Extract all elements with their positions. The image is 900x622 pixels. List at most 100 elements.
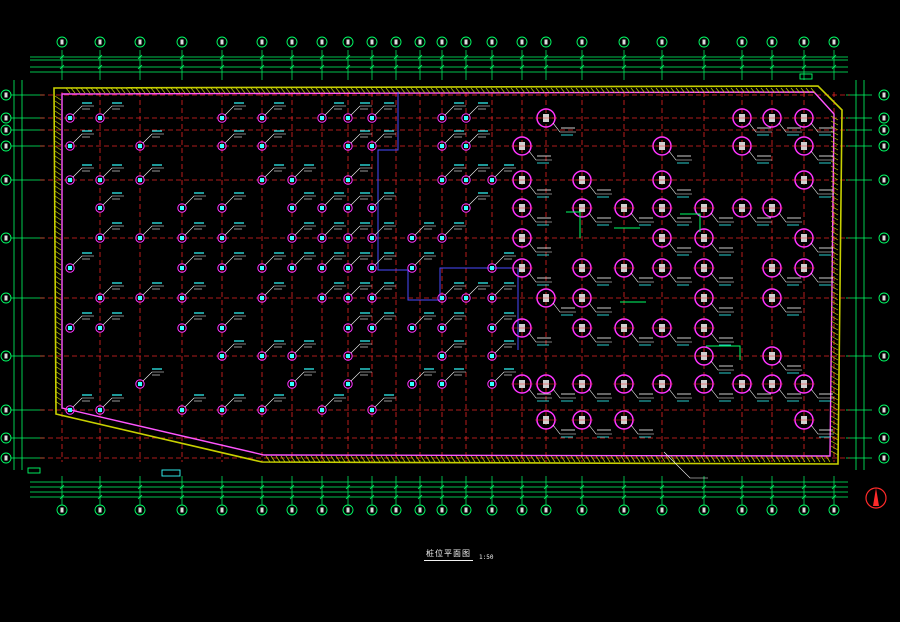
axis-bubble-glyph: [180, 39, 184, 45]
wall-hatch: [675, 455, 681, 463]
pile-cap-small: [135, 368, 164, 389]
pile-cap-small: [135, 164, 164, 185]
pile-cap-small: [65, 102, 94, 123]
pile-cap-small: [367, 252, 396, 273]
leader-line: [528, 184, 552, 195]
pile-circle: [487, 351, 497, 361]
wall-hatch: [405, 455, 411, 463]
leader-line: [264, 255, 286, 266]
pile-cap-large: [793, 410, 834, 438]
dimension-tick: [579, 64, 585, 70]
pile-cap-small: [287, 164, 316, 185]
leader-line: [102, 195, 124, 206]
pile-circle: [257, 405, 267, 415]
wall-hatch: [495, 455, 501, 463]
pile-cap-large: [535, 288, 576, 316]
pile-core: [346, 144, 350, 148]
dimension-tick: [579, 54, 585, 60]
leader-line: [374, 315, 396, 326]
note-tag: [27, 467, 41, 474]
leader-line: [324, 397, 346, 408]
wall-hatch: [54, 400, 62, 406]
wall-hatch: [170, 87, 176, 94]
dimension-tick: [259, 484, 265, 490]
wall-hatch: [440, 455, 446, 463]
wall-hatch: [685, 87, 691, 94]
leader-line: [324, 105, 346, 116]
pile-cap-small: [461, 192, 490, 213]
wall-hatch: [400, 87, 406, 94]
wall-hatch: [655, 455, 661, 463]
pile-cap-small: [437, 130, 466, 151]
leader-line: [528, 388, 552, 399]
axis-bubble-glyph: [4, 235, 8, 241]
wall-hatch: [790, 87, 796, 94]
wall-hatch: [95, 87, 101, 94]
dimension-tick: [179, 64, 185, 70]
pile-circle: [95, 233, 105, 243]
wall-hatch: [830, 175, 839, 181]
pile-core: [68, 144, 72, 148]
dimension-tick: [289, 64, 295, 70]
pile-core: [370, 326, 374, 330]
pile-core: [98, 178, 102, 182]
wall-hatch: [830, 185, 839, 191]
pile-circle: [437, 141, 447, 151]
wall-hatch: [530, 87, 536, 94]
wall-hatch: [830, 210, 839, 216]
leader-line: [494, 285, 516, 296]
pile-cap-small: [461, 282, 490, 303]
wall-hatch: [260, 87, 266, 94]
pile-circle: [437, 113, 447, 123]
dimension-tick: [369, 484, 375, 490]
pile-circle: [317, 203, 327, 213]
wall-hatch: [830, 260, 839, 266]
leader-line: [294, 167, 316, 178]
wall-hatch: [830, 120, 839, 126]
leader-line: [350, 225, 372, 236]
leader-line: [630, 272, 654, 283]
dimension-tick: [769, 494, 775, 500]
dimension-tick: [489, 494, 495, 500]
axis-bubble-glyph: [138, 507, 142, 513]
leader-line: [294, 343, 316, 354]
wall-hatch: [495, 87, 501, 94]
wall-hatch: [785, 87, 791, 94]
pile-cap-small: [95, 394, 124, 415]
pile-core: [370, 266, 374, 270]
wall-hatch: [830, 125, 839, 131]
pile-cap-small: [343, 222, 372, 243]
pile-core: [490, 266, 494, 270]
axis-bubble-glyph: [882, 435, 886, 441]
pile-cap-large: [761, 108, 802, 136]
axis-bubble-glyph: [440, 507, 444, 513]
pile-core: [320, 296, 324, 300]
pile-circle: [65, 405, 75, 415]
dimension-tick: [769, 64, 775, 70]
wall-hatch: [805, 455, 811, 463]
large-pile-caps: [511, 108, 834, 438]
wall-hatch: [800, 455, 806, 463]
wall-hatch: [595, 87, 601, 94]
wall-hatch: [565, 455, 571, 463]
dimension-tick: [319, 54, 325, 60]
leader-line: [630, 388, 654, 399]
pile-circle: [65, 323, 75, 333]
wall-hatch: [525, 455, 531, 463]
wall-hatch: [795, 455, 801, 463]
pile-cap-large: [511, 374, 552, 402]
axis-bubble-glyph: [520, 39, 524, 45]
axis-bubble-glyph: [4, 295, 8, 301]
wall-hatch: [300, 87, 306, 94]
leader-line: [588, 424, 612, 435]
pile-cap-small: [217, 222, 246, 243]
wall-hatch: [54, 130, 62, 136]
dimension-tick: [439, 484, 445, 490]
pile-cap-large: [651, 258, 692, 286]
wall-hatch: [830, 400, 839, 406]
pile-cap-small: [287, 222, 316, 243]
dimension-tick: [831, 494, 837, 500]
wall-hatch: [445, 87, 451, 94]
leader-line: [72, 105, 94, 116]
